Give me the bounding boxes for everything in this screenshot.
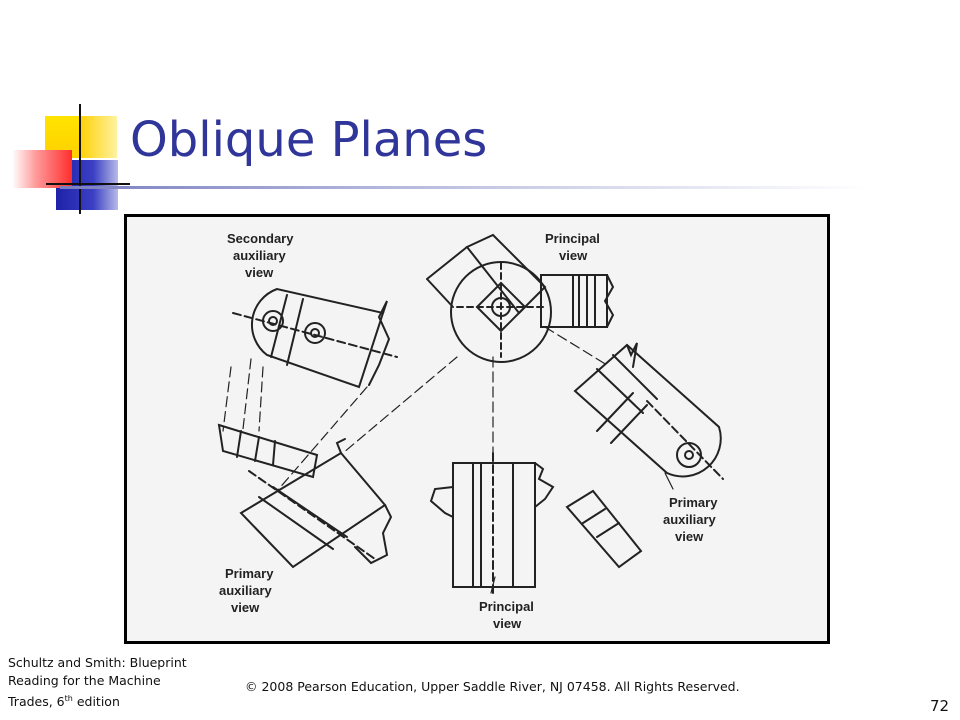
label-secondary-aux-1: Secondary xyxy=(227,231,294,246)
citation-line-2: Reading for the Machine xyxy=(8,673,161,688)
label-principal-bottom-2: view xyxy=(493,616,522,631)
title-divider xyxy=(60,186,870,189)
citation-line-3-suffix: edition xyxy=(72,694,120,710)
label-principal-top-2: view xyxy=(559,248,588,263)
label-primary-aux-right-1: Primary xyxy=(669,495,718,510)
label-secondary-aux-2: auxiliary xyxy=(233,248,287,263)
decor-vertical-line xyxy=(79,104,81,214)
slide-title: Oblique Planes xyxy=(130,112,488,168)
copyright-notice: © 2008 Pearson Education, Upper Saddle R… xyxy=(245,679,740,694)
primary-aux-view-right-shape xyxy=(573,342,724,480)
primary-aux-view-flange xyxy=(565,489,643,569)
leader-lines xyxy=(490,472,674,594)
secondary-aux-view-shape xyxy=(232,287,398,389)
primary-aux-view-left-shape xyxy=(217,423,393,569)
page-number: 72 xyxy=(930,697,950,715)
citation-line-1: Schultz and Smith: Blueprint xyxy=(8,655,187,670)
label-principal-bottom-1: Principal xyxy=(479,599,534,614)
principal-view-bottom-shape xyxy=(429,452,555,598)
principal-view-top-shape xyxy=(426,233,615,363)
decor-red-square xyxy=(12,150,72,188)
label-primary-aux-right-3: view xyxy=(675,529,704,544)
projection-lines xyxy=(222,326,608,492)
orthographic-drawing: Secondary auxiliary view Principal view … xyxy=(217,231,724,631)
label-primary-aux-right-2: auxiliary xyxy=(663,512,717,527)
decor-yellow-square-2 xyxy=(79,116,117,158)
label-principal-top-1: Principal xyxy=(545,231,600,246)
citation-line-3-prefix: Trades, 6 xyxy=(8,694,65,710)
drawing-figure: Secondary auxiliary view Principal view … xyxy=(124,214,830,644)
citation-line-3-sup: th xyxy=(64,694,73,703)
label-primary-aux-left-2: auxiliary xyxy=(219,583,273,598)
decor-horizontal-line xyxy=(46,183,130,185)
source-citation: Schultz and Smith: Blueprint Reading for… xyxy=(8,654,233,711)
label-primary-aux-left-1: Primary xyxy=(225,566,274,581)
label-primary-aux-left-3: view xyxy=(231,600,260,615)
citation-line-3: Trades, 6th edition xyxy=(8,690,233,711)
label-secondary-aux-3: view xyxy=(245,265,274,280)
